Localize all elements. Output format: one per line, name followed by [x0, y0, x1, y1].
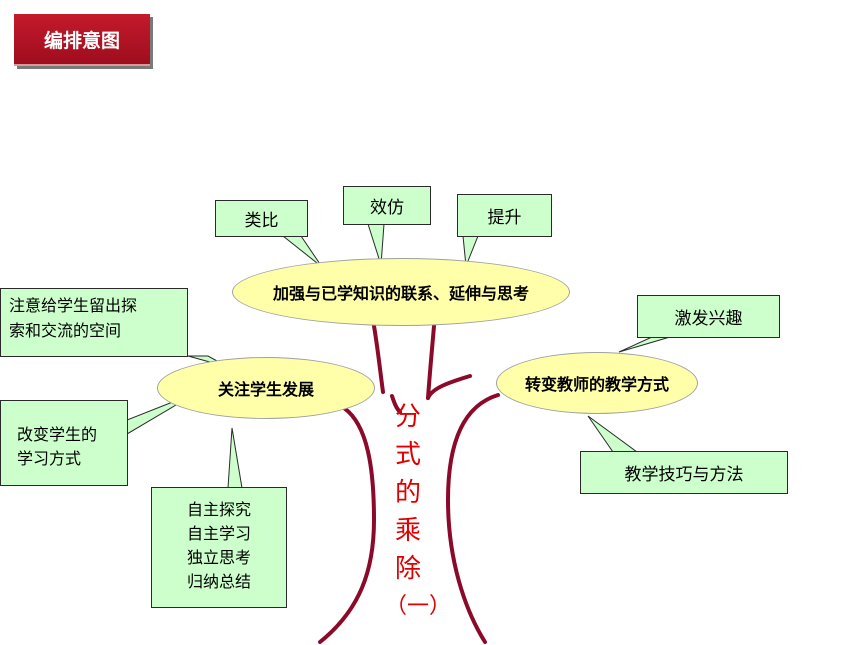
node-top: 加强与已学知识的联系、延伸与思考: [232, 258, 570, 326]
node-right-label: 转变教师的教学方式: [524, 375, 669, 394]
node-left-label: 关注学生发展: [217, 380, 314, 399]
callout-gaibian-line1: 改变学生的: [17, 425, 98, 444]
callout-tisheng-text: 提升: [487, 208, 522, 228]
center-title-char-1: 分: [394, 402, 421, 432]
callout-zizhu-line2: 自主学习: [186, 524, 251, 543]
callout-xiaofang-text: 效仿: [370, 198, 404, 218]
center-title: 分 式 的 乘 除 （一）: [385, 398, 452, 626]
center-title-char-4: 乘: [394, 516, 421, 546]
callout-zhuyi: 注意给学生留出探 索和交流的空间: [0, 288, 188, 357]
node-right: 转变教师的教学方式: [496, 352, 698, 414]
callout-zizhu-line1: 自主探究: [186, 500, 251, 519]
callout-jiqiao: 教学技巧与方法: [580, 451, 788, 494]
callout-jifa: 激发兴趣: [637, 295, 780, 338]
callout-xiaofang: 效仿: [343, 186, 431, 225]
callout-leibi-text: 类比: [244, 211, 279, 231]
callout-jiqiao-text: 教学技巧与方法: [624, 465, 744, 485]
callout-jifa-text: 激发兴趣: [674, 309, 743, 329]
header-title: 编排意图: [14, 14, 150, 66]
callout-zizhu: 自主探究 自主学习 独立思考 归纳总结: [151, 487, 287, 608]
center-title-char-5: 除: [394, 554, 421, 584]
callout-zizhu-line3: 独立思考: [186, 548, 251, 567]
callout-tisheng: 提升: [457, 194, 552, 237]
callout-gaibian: 改变学生的 学习方式: [0, 400, 128, 486]
callout-leibi: 类比: [215, 200, 308, 237]
node-left: 关注学生发展: [157, 357, 375, 419]
callout-zhuyi-line2: 索和交流的空间: [9, 321, 122, 340]
node-top-label: 加强与已学知识的联系、延伸与思考: [272, 284, 529, 303]
center-title-char-2: 式: [394, 440, 421, 470]
callout-gaibian-line2: 学习方式: [17, 449, 82, 468]
center-title-sub: （一）: [385, 594, 452, 619]
callout-zizhu-line4: 归纳总结: [186, 572, 251, 591]
callout-zhuyi-line1: 注意给学生留出探: [9, 296, 138, 315]
center-title-char-3: 的: [394, 478, 421, 508]
